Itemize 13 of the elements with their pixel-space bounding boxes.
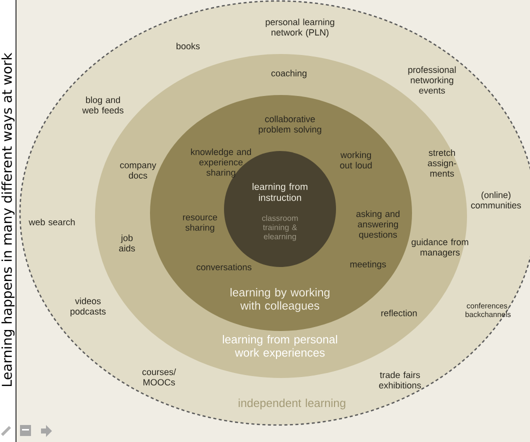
item-label: coaching [271, 70, 306, 78]
item-label: job aids [119, 234, 135, 252]
item-label: asking and answering questions [356, 210, 400, 240]
item-label: (online) communities [471, 192, 521, 208]
item-label: professional networking events [408, 66, 456, 94]
item-label: personal learning network (PLN) [266, 18, 334, 38]
item-label: web search [28, 218, 75, 226]
item-label: books [176, 42, 200, 50]
item-label: meetings [350, 260, 386, 270]
title-strip: Learning happens in many different ways at work [0, 0, 16, 442]
item-label: collaborative problem solving [258, 116, 322, 134]
item-label: guidance from managers [412, 238, 468, 258]
item-label: stretch assign- ments [428, 149, 456, 177]
